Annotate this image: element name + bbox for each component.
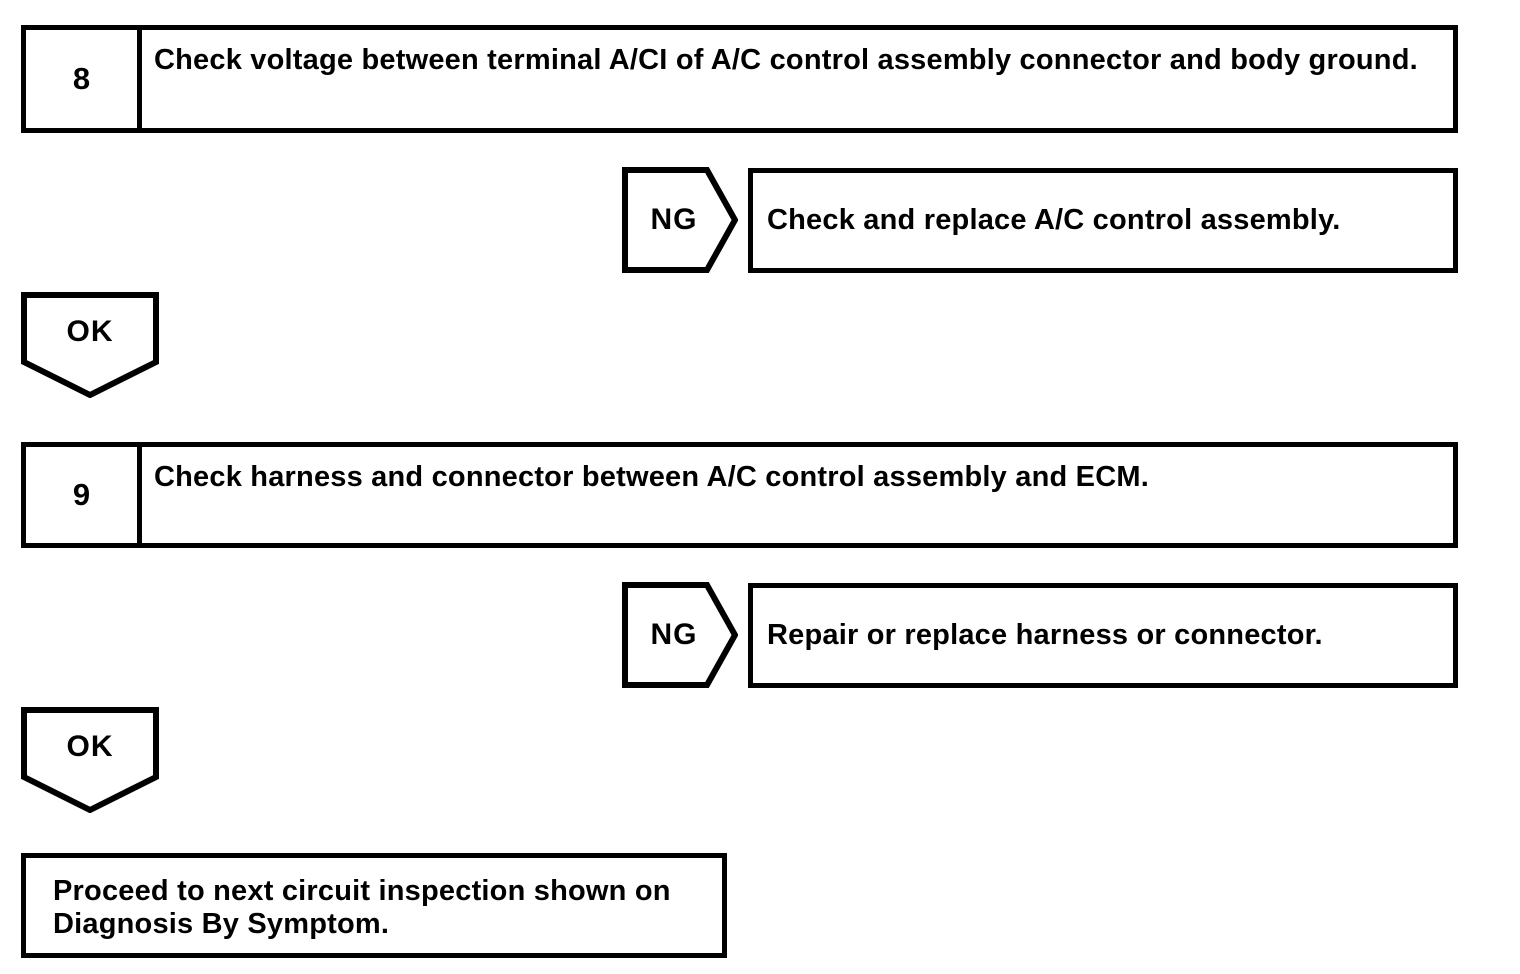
ng-arrow-1: NG	[622, 167, 738, 273]
ng-action-2-box: Repair or replace harness or connector.	[748, 583, 1458, 688]
ng-label-1: NG	[650, 203, 698, 236]
step-9-number: 9	[26, 447, 142, 543]
ng-action-2-text: Repair or replace harness or connector.	[767, 619, 1323, 651]
ng-action-1-text: Check and replace A/C control assembly.	[767, 204, 1341, 236]
step-8-box: 8 Check voltage between terminal A/CI of…	[21, 25, 1458, 133]
ng-pentagon-icon	[622, 167, 738, 273]
step-8-number: 8	[26, 30, 142, 128]
ng-arrow-2: NG	[622, 582, 738, 688]
ok-pentagon-icon	[21, 707, 159, 813]
ng-pentagon-icon	[622, 582, 738, 688]
terminal-text-line-1: Proceed to next circuit inspection shown…	[53, 875, 671, 907]
step-9-instruction: Check harness and connector between A/C …	[154, 461, 1149, 493]
ok-pentagon-icon	[21, 292, 159, 398]
step-8-instruction: Check voltage between terminal A/CI of A…	[154, 44, 1418, 76]
ok-label-1: OK	[66, 315, 114, 348]
ng-label-2: NG	[650, 618, 698, 651]
ok-arrow-1: OK	[21, 292, 159, 398]
terminal-box: Proceed to next circuit inspection shown…	[21, 853, 727, 958]
ng-action-1-box: Check and replace A/C control assembly.	[748, 168, 1458, 273]
terminal-text-line-2: Diagnosis By Symptom.	[53, 908, 390, 940]
step-9-box: 9 Check harness and connector between A/…	[21, 442, 1458, 548]
ok-label-2: OK	[66, 730, 114, 763]
ok-arrow-2: OK	[21, 707, 159, 813]
